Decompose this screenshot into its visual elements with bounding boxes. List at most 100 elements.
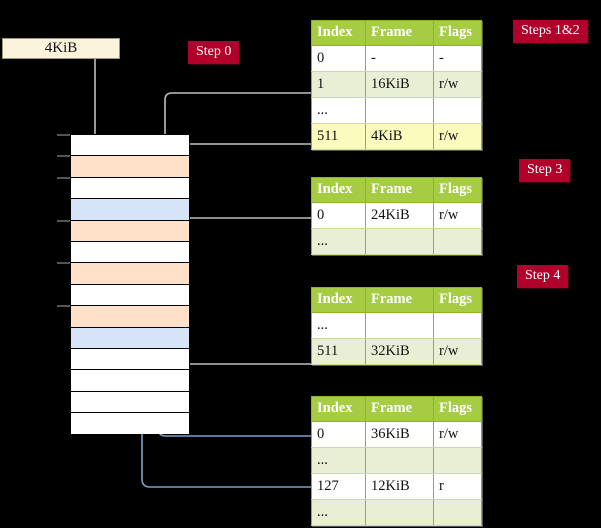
memory-frame-row <box>71 327 189 349</box>
virtual-address-label: 4KiB <box>44 40 78 56</box>
table-cell: r/w <box>433 338 482 365</box>
table-column-header: Index <box>311 287 366 313</box>
memory-frame-row <box>71 241 189 264</box>
table-cell: ... <box>311 228 366 255</box>
memory-frame-row <box>71 413 189 435</box>
memory-column-tick <box>57 155 70 158</box>
physical-memory-column <box>70 134 190 435</box>
memory-frame-row <box>71 156 189 178</box>
step-badge-step-3: Step 3 <box>519 159 571 182</box>
table-row: ... <box>311 228 482 255</box>
table-column-header: Frame <box>365 177 434 203</box>
table-cell: 511 <box>311 123 366 150</box>
step-badge-step-4: Step 4 <box>517 265 569 288</box>
table-column-header: Frame <box>365 20 434 46</box>
table-cell <box>433 447 482 474</box>
table-cell <box>365 499 434 526</box>
table-cell: - <box>365 45 434 72</box>
table-cell: 0 <box>311 45 366 72</box>
table-cell: 24KiB <box>365 202 434 229</box>
table-cell <box>433 97 482 124</box>
step-badge-label: Step 4 <box>525 268 561 283</box>
table-cell: r <box>433 473 482 500</box>
table-column-header: Index <box>311 20 366 46</box>
virtual-address-box: 4KiB <box>2 38 120 59</box>
table-column-header: Flags <box>433 177 482 203</box>
table-cell: ... <box>311 312 366 339</box>
table-cell: 1 <box>311 71 366 98</box>
memory-frame-row <box>71 177 189 200</box>
table-cell: 4KiB <box>365 123 434 150</box>
table-cell: ... <box>311 447 366 474</box>
step-badge-label: Step 0 <box>196 44 232 59</box>
table-column-header: Flags <box>433 396 482 422</box>
memory-frame-row <box>71 263 189 285</box>
table-cell: 16KiB <box>365 71 434 98</box>
memory-frame-row <box>71 199 189 221</box>
table-column-header: Index <box>311 396 366 422</box>
table-cell: r/w <box>433 202 482 229</box>
table-cell: 36KiB <box>365 421 434 448</box>
table-cell: ... <box>311 499 366 526</box>
table-cell <box>365 97 434 124</box>
table-column-header: Flags <box>433 287 482 313</box>
table-row: 0-- <box>311 45 482 72</box>
table-column-header: Flags <box>433 20 482 46</box>
memory-column-tick <box>57 305 70 308</box>
table-cell: 127 <box>311 473 366 500</box>
memory-frame-row <box>71 135 189 157</box>
step-badge-label: Steps 1&2 <box>521 23 580 38</box>
table-cell: 511 <box>311 338 366 365</box>
table-cell: r/w <box>433 123 482 150</box>
table-cell: - <box>433 45 482 72</box>
table-cell: r/w <box>433 421 482 448</box>
table-cell: ... <box>311 97 366 124</box>
table-cell <box>433 499 482 526</box>
step-badge-steps-1-2: Steps 1&2 <box>513 20 588 43</box>
step-badge-step-0: Step 0 <box>188 41 240 64</box>
memory-column-tick <box>57 219 70 222</box>
table-column-header: Frame <box>365 287 434 313</box>
memory-frame-row <box>71 348 189 371</box>
table-cell: 32KiB <box>365 338 434 365</box>
memory-column-tick <box>57 176 70 179</box>
table-cell <box>365 447 434 474</box>
memory-frame-row <box>71 391 189 414</box>
table-column-header: Index <box>311 177 366 203</box>
memory-frame-row <box>71 370 189 392</box>
table-row: ... <box>311 97 482 124</box>
table-cell: 0 <box>311 202 366 229</box>
table-cell <box>433 312 482 339</box>
memory-column-tick <box>57 134 70 136</box>
memory-frame-row <box>71 284 189 307</box>
table-row: ... <box>311 499 482 526</box>
table-cell <box>365 312 434 339</box>
table-row: ... <box>311 447 482 474</box>
table-cell: 0 <box>311 421 366 448</box>
memory-frame-row <box>71 306 189 328</box>
memory-column-tick <box>57 262 70 265</box>
memory-frame-row <box>71 220 189 242</box>
step-badge-label: Step 3 <box>527 162 563 177</box>
table-cell <box>365 228 434 255</box>
table-cell <box>433 228 482 255</box>
